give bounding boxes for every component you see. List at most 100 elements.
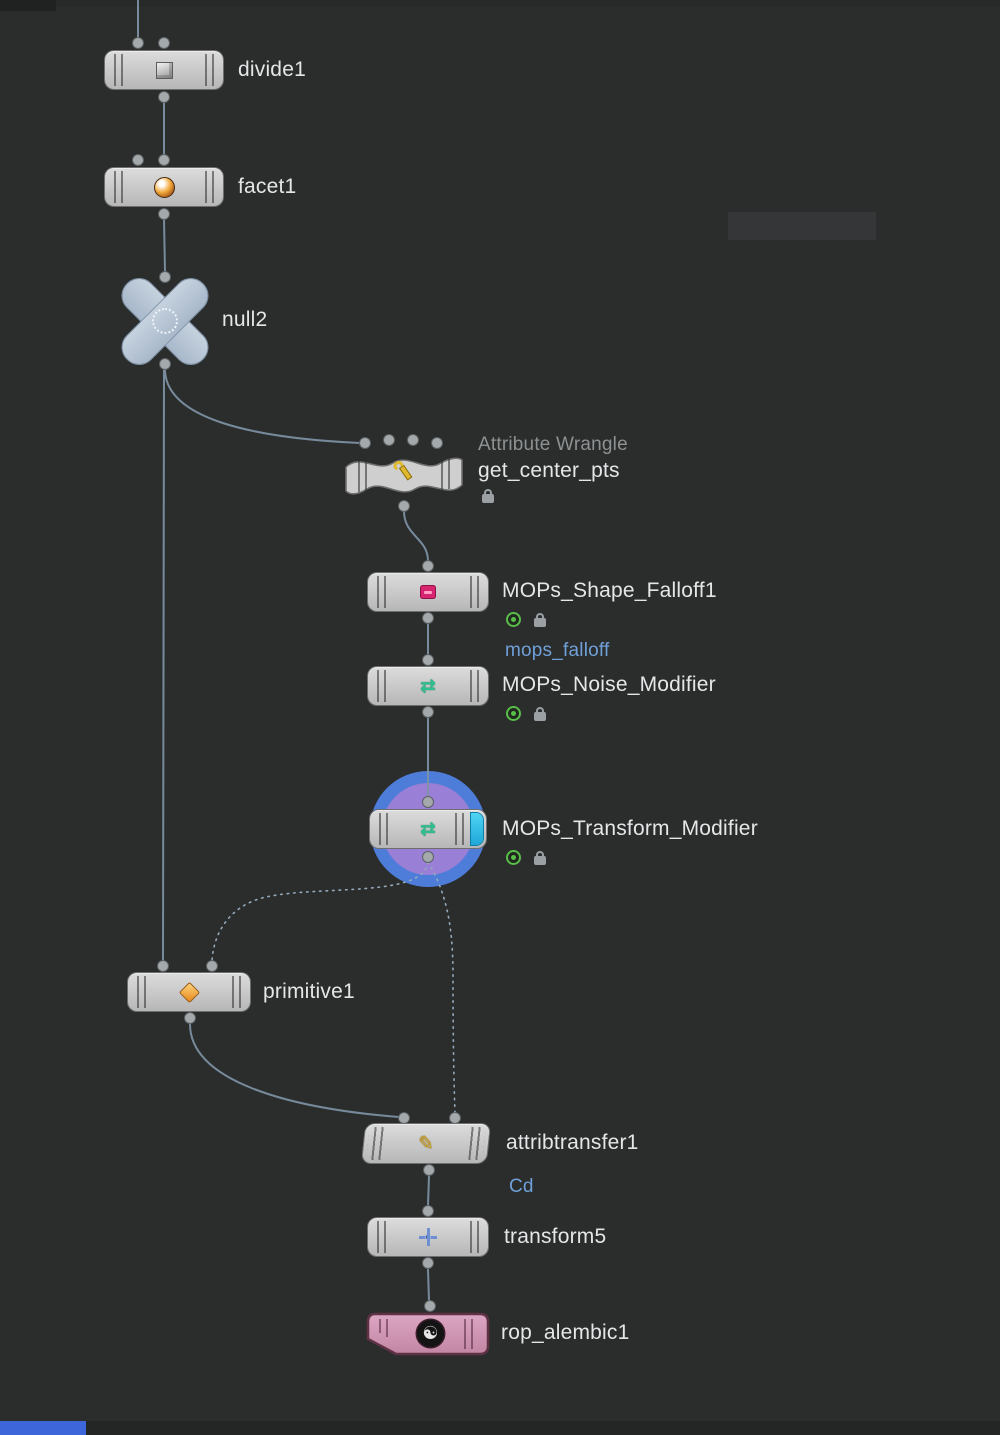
output-connector-transform5[interactable] xyxy=(422,1257,434,1269)
axis-center-dot xyxy=(425,1234,431,1240)
node-stripes-right xyxy=(467,670,484,702)
input-connector-transform5[interactable] xyxy=(422,1205,434,1217)
output-connector-attribtransfer1[interactable] xyxy=(423,1164,435,1176)
input-connector-falloff[interactable] xyxy=(422,560,434,572)
node-stripes-right xyxy=(467,1221,484,1253)
node-primitive1[interactable] xyxy=(128,973,250,1011)
wire-null2-primitive1[interactable] xyxy=(162,368,165,962)
wire-null2-get_center_pts[interactable] xyxy=(164,368,361,444)
node-stripes-left xyxy=(374,813,391,845)
mops-arrows-icon: ⇄ xyxy=(420,818,436,840)
input-connector-wrangle-0[interactable] xyxy=(359,437,371,449)
wire-attribtransfer1-transform5[interactable] xyxy=(427,1175,430,1207)
hda-badge-icon[interactable] xyxy=(506,612,521,627)
wire-facet1-null2[interactable] xyxy=(163,218,166,273)
wire-primitive1-attribtransfer1[interactable] xyxy=(189,1023,400,1118)
input-connector-transformmod[interactable] xyxy=(422,796,434,808)
wrangle-stripes xyxy=(358,459,450,492)
transform-axis-icon-wrap xyxy=(415,1224,441,1250)
node-label-primitive1[interactable]: primitive1 xyxy=(263,980,355,1003)
node-stripes-left xyxy=(109,171,126,203)
falloff-flags xyxy=(506,612,546,630)
node-transform5[interactable] xyxy=(368,1218,488,1256)
node-rop_alembic1[interactable]: ☯ xyxy=(364,1311,492,1357)
noise-flags xyxy=(506,706,546,724)
node-label-facet1[interactable]: facet1 xyxy=(238,175,297,198)
background-top-strip xyxy=(0,0,1000,7)
background-highlight-patch xyxy=(728,212,876,240)
input-connector-primitive1-0[interactable] xyxy=(157,960,169,972)
node-stripes-right xyxy=(202,54,219,86)
hda-badge-icon[interactable] xyxy=(506,706,521,721)
node-facet1[interactable] xyxy=(105,168,223,206)
hda-badge-icon[interactable] xyxy=(506,850,521,865)
bottom-scrollbar-segment[interactable] xyxy=(0,1421,86,1435)
alembic-icon: ☯ xyxy=(417,1320,444,1347)
input-connector-wrangle-2[interactable] xyxy=(407,434,419,446)
lock-icon xyxy=(534,707,546,721)
node-null2[interactable] xyxy=(115,271,215,371)
falloff-icon-wrap xyxy=(415,579,441,605)
input-connector-attribtransfer1-0[interactable] xyxy=(398,1112,410,1124)
output-connector-transformmod[interactable] xyxy=(422,851,434,863)
output-connector-facet1[interactable] xyxy=(158,208,170,220)
output-connector-noise[interactable] xyxy=(422,706,434,718)
node-get_center_pts[interactable] xyxy=(343,447,465,501)
input-connector-rop_alembic1[interactable] xyxy=(424,1300,436,1312)
wire-wrangle-falloff[interactable] xyxy=(403,510,429,562)
attribtransfer-pencil-icon: ✎ xyxy=(416,1133,436,1155)
node-attribtransfer1[interactable]: ✎ xyxy=(361,1124,491,1163)
input-connector-null2[interactable] xyxy=(159,271,171,283)
input-connector-wrangle-3[interactable] xyxy=(431,437,443,449)
input-connector-divide1-0[interactable] xyxy=(132,37,144,49)
rop-node-stripes xyxy=(379,1319,473,1349)
node-label-divide1[interactable]: divide1 xyxy=(238,58,306,81)
input-connector-divide1-1[interactable] xyxy=(158,37,170,49)
node-stripes-left xyxy=(372,576,389,608)
node-label-get_center_pts[interactable]: get_center_pts xyxy=(478,459,620,482)
wire-dotted-transformmod-attribtransfer1[interactable] xyxy=(427,861,456,1114)
input-connector-facet1-1[interactable] xyxy=(158,154,170,166)
axis-icon xyxy=(419,1228,437,1246)
node-MOPs_Noise_Modifier[interactable]: ⇄ xyxy=(368,667,488,705)
output-connector-divide1[interactable] xyxy=(158,91,170,103)
wire-dotted-transformmod-primitive1[interactable] xyxy=(211,861,429,962)
cube-icon xyxy=(155,61,173,79)
display-flag[interactable] xyxy=(471,813,483,845)
input-connector-noise[interactable] xyxy=(422,654,434,666)
mops-arrows-icon: ⇄ xyxy=(420,675,436,697)
node-MOPs_Transform_Modifier[interactable]: ⇄ xyxy=(370,810,486,848)
node-stripes-right xyxy=(202,171,219,203)
node-stripes-left xyxy=(132,976,149,1008)
wrangle-flags xyxy=(482,488,494,506)
node-stripes-left xyxy=(366,1127,387,1160)
node-stripes-right xyxy=(465,1127,486,1160)
node-type-label-wrangle: Attribute Wrangle xyxy=(478,434,628,455)
node-label-MOPs_Shape_Falloff1[interactable]: MOPs_Shape_Falloff1 xyxy=(502,579,717,602)
node-label-attribtransfer1[interactable]: attribtransfer1 xyxy=(506,1131,639,1154)
wire-transform5-rop_alembic1[interactable] xyxy=(427,1268,430,1302)
output-connector-null2[interactable] xyxy=(159,358,171,370)
output-connector-falloff[interactable] xyxy=(422,612,434,624)
input-connector-wrangle-1[interactable] xyxy=(383,434,395,446)
input-connector-attribtransfer1-1[interactable] xyxy=(449,1112,461,1124)
input-connector-facet1-0[interactable] xyxy=(132,154,144,166)
node-label-rop_alembic1[interactable]: rop_alembic1 xyxy=(501,1321,630,1344)
node-MOPs_Shape_Falloff1[interactable] xyxy=(368,573,488,611)
background-corner-patch xyxy=(0,0,56,11)
node-label-transform5[interactable]: transform5 xyxy=(504,1225,607,1248)
node-stripes-left xyxy=(109,54,126,86)
node-divide1[interactable] xyxy=(105,51,223,89)
output-connector-primitive1[interactable] xyxy=(184,1012,196,1024)
node-stripes-left xyxy=(372,1221,389,1253)
node-label-MOPs_Transform_Modifier[interactable]: MOPs_Transform_Modifier xyxy=(502,817,758,840)
divide-cube-icon xyxy=(151,57,177,83)
lock-icon xyxy=(534,613,546,627)
node-label-null2[interactable]: null2 xyxy=(222,308,268,331)
input-connector-primitive1-1[interactable] xyxy=(206,960,218,972)
primitive-icon-wrap xyxy=(176,979,202,1005)
node-label-MOPs_Noise_Modifier[interactable]: MOPs_Noise_Modifier xyxy=(502,673,716,696)
attribtransfer-attr-tag: Cd xyxy=(509,1176,534,1197)
output-connector-wrangle[interactable] xyxy=(398,500,410,512)
